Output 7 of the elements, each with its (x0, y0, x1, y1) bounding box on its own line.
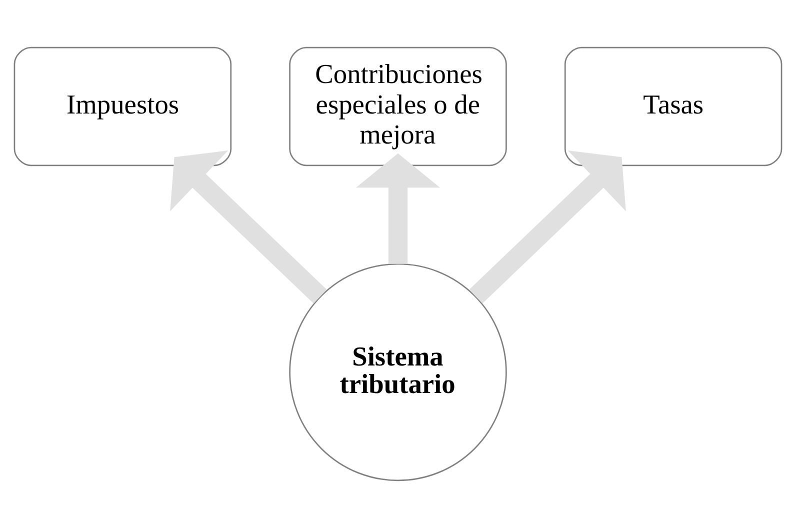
node-circle: Sistema tributario (288, 262, 506, 481)
node-box: Impuestos (13, 46, 232, 166)
arrow (170, 150, 326, 303)
arrow (356, 152, 440, 264)
arrow (468, 150, 626, 303)
node-box: Tasas (564, 46, 782, 166)
node-box: Contribuciones especiales o de mejora (288, 46, 506, 166)
